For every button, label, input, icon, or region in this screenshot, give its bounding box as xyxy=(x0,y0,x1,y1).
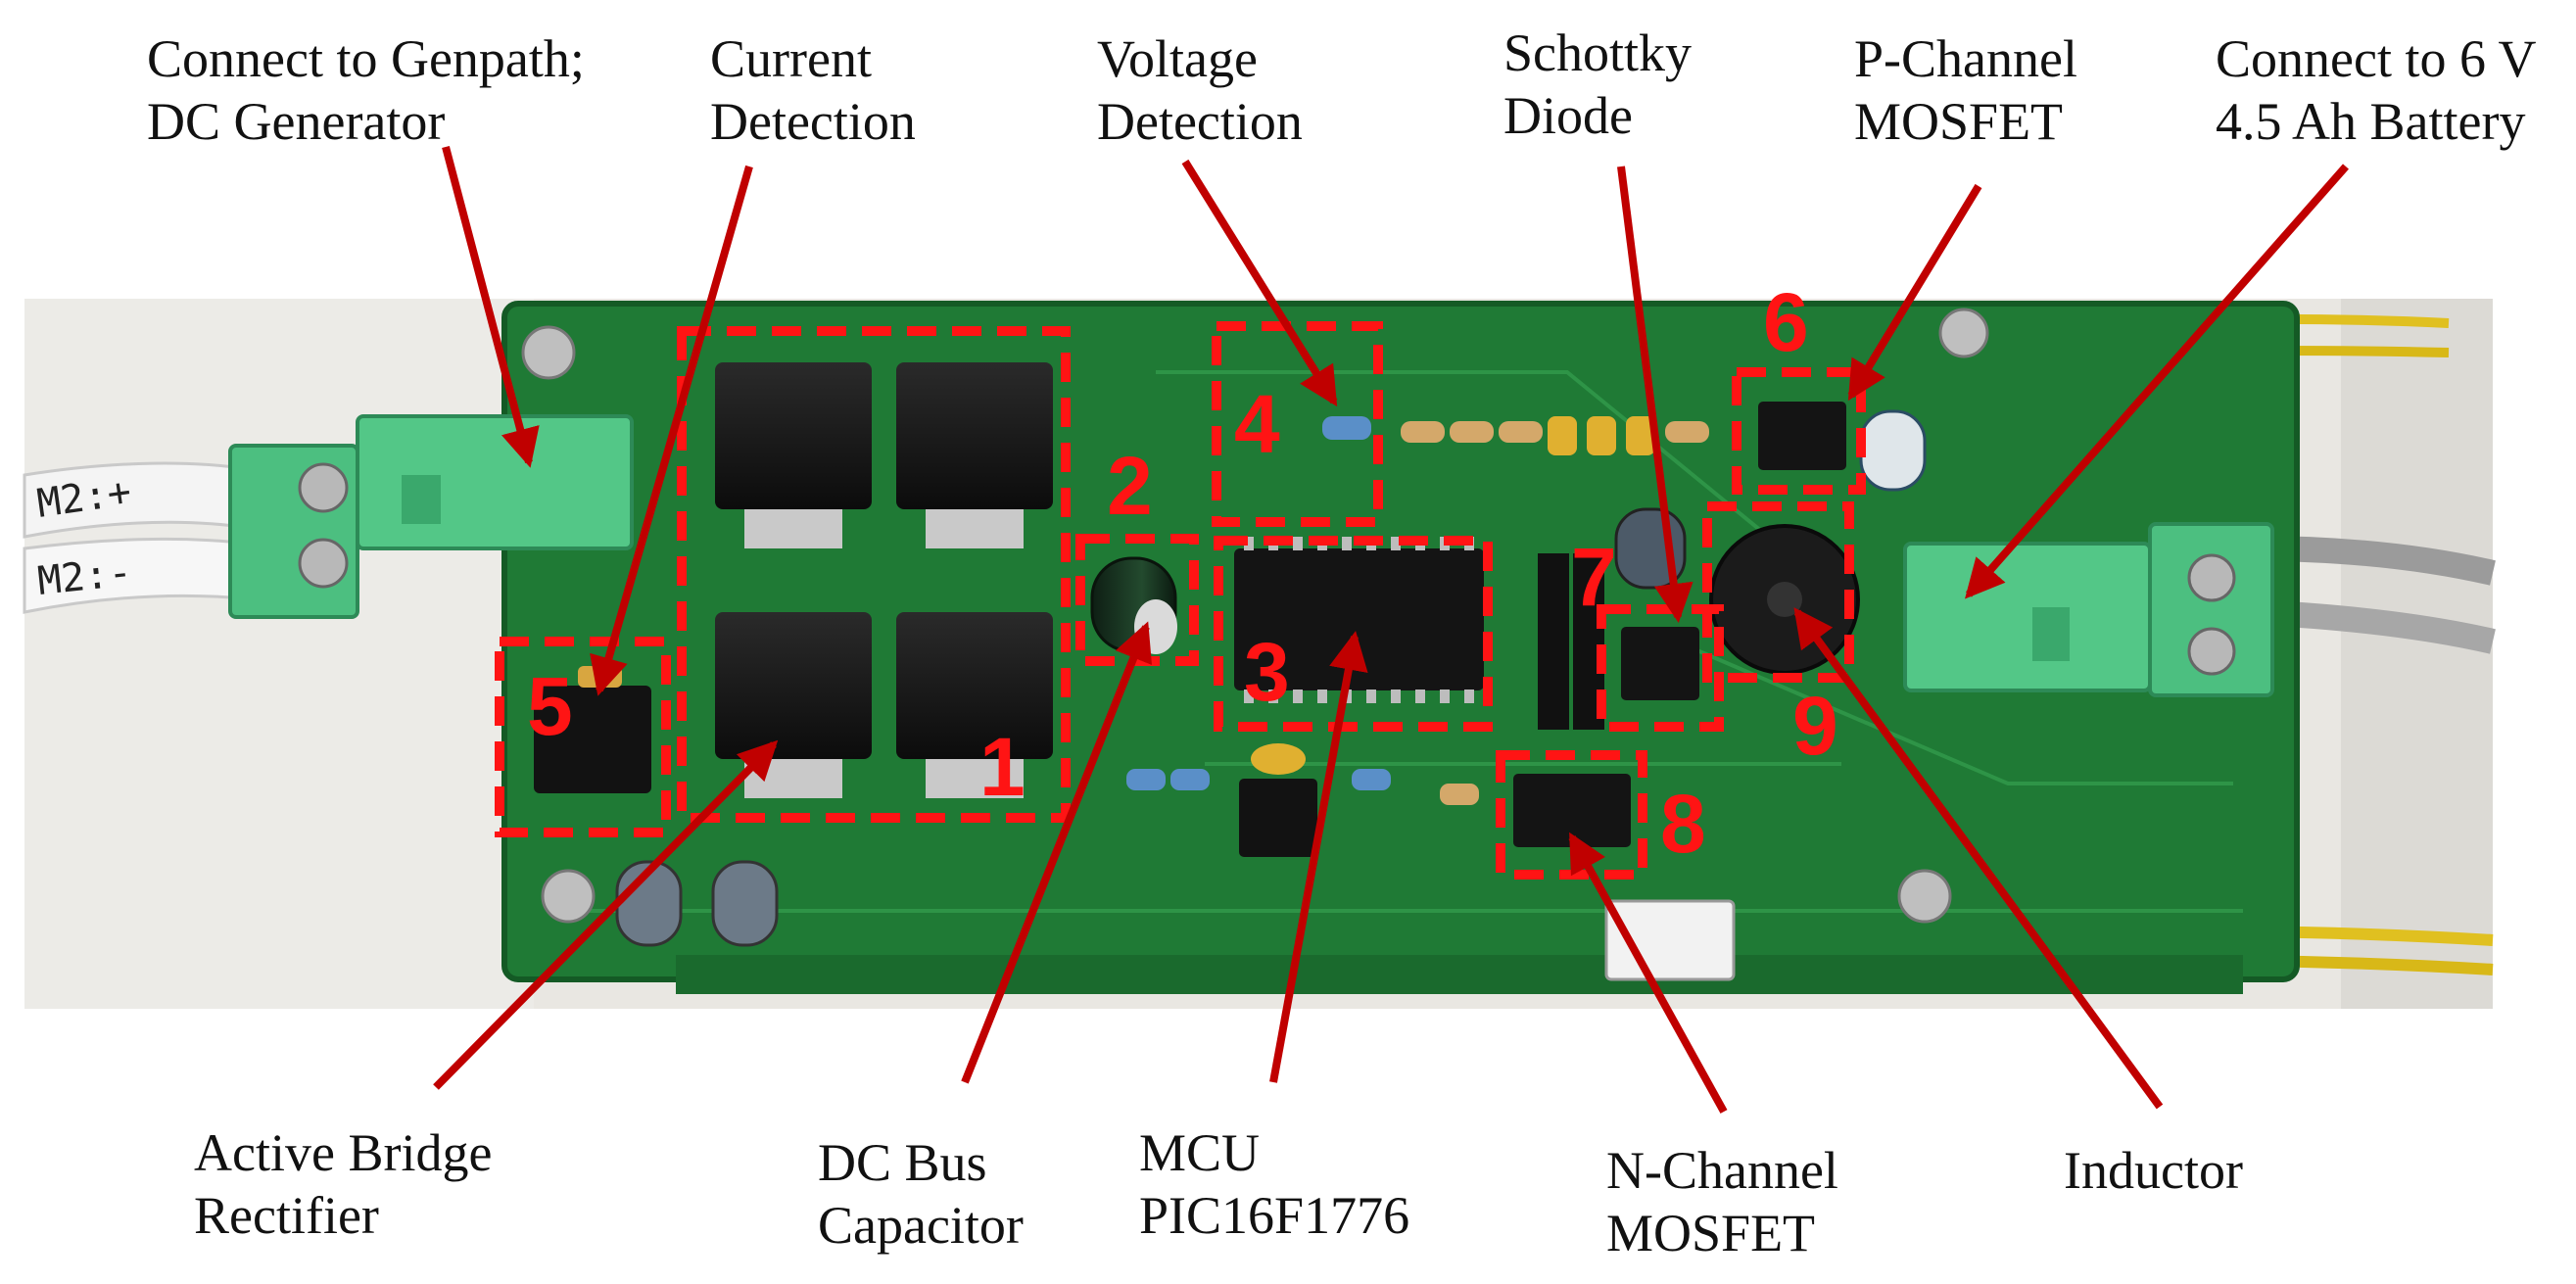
marker-8: 8 xyxy=(1660,778,1706,870)
label-genpath: Connect to Genpath; DC Generator xyxy=(147,29,585,151)
arrow-mcu xyxy=(1269,631,1368,1083)
label-n-channel-mosfet: N-Channel MOSFET xyxy=(1606,1141,1838,1262)
battery-terminal-block xyxy=(1903,522,2274,697)
marker-9: 9 xyxy=(1792,680,1838,772)
marker-2: 2 xyxy=(1107,440,1153,532)
arrow-active-bridge xyxy=(433,739,779,1090)
mcu-chip xyxy=(1234,537,1484,703)
label-schottky-diode: Schottky Diode xyxy=(1503,24,1693,145)
label-battery: Connect to 6 V 4.5 Ah Battery xyxy=(2216,29,2537,151)
box-3-mcu xyxy=(1214,536,1493,732)
dc-bus-capacitor xyxy=(1090,556,1177,654)
box-1-active-bridge xyxy=(677,326,1071,823)
generator-terminal-block xyxy=(228,414,634,619)
label-current-detection: Current Detection xyxy=(710,29,916,151)
arrow-inductor xyxy=(1793,607,2164,1110)
inductor-coil xyxy=(1709,524,1860,675)
schottky-diode-package xyxy=(1621,627,1699,700)
marker-1: 1 xyxy=(979,721,1026,813)
n-mosfet-package xyxy=(1513,774,1631,847)
arrow-dc-bus-capacitor xyxy=(961,621,1153,1084)
label-dc-bus-capacitor: DC Bus Capacitor xyxy=(818,1133,1024,1255)
label-voltage-detection: Voltage Detection xyxy=(1097,29,1303,151)
arrow-p-channel-mosfet xyxy=(1847,183,1982,402)
arrow-battery xyxy=(1965,164,2350,599)
arrow-voltage-detection xyxy=(1181,159,1338,407)
svg-text:M2:-: M2:- xyxy=(35,549,134,604)
label-p-channel-mosfet: P-Channel MOSFET xyxy=(1854,29,2077,151)
marker-4: 4 xyxy=(1234,378,1280,470)
arrow-n-channel-mosfet xyxy=(1568,832,1728,1114)
marker-5: 5 xyxy=(527,660,573,752)
arrow-current-detection xyxy=(590,165,753,696)
opamp-chip xyxy=(1239,743,1317,857)
arrow-genpath xyxy=(442,145,540,468)
arrow-schottky-diode xyxy=(1617,166,1693,623)
resistor-row xyxy=(1126,416,1709,805)
marker-3: 3 xyxy=(1244,626,1290,718)
marker-7: 7 xyxy=(1571,531,1617,623)
label-inductor: Inductor xyxy=(2064,1141,2243,1200)
box-9-inductor xyxy=(1702,501,1854,683)
box-6-p-channel-mosfet xyxy=(1732,367,1866,495)
label-active-bridge-rectifier: Active Bridge Rectifier xyxy=(194,1123,493,1245)
label-mcu: MCU PIC16F1776 xyxy=(1139,1123,1410,1245)
marker-6: 6 xyxy=(1763,276,1809,368)
bridge-mosfets xyxy=(715,362,1053,798)
